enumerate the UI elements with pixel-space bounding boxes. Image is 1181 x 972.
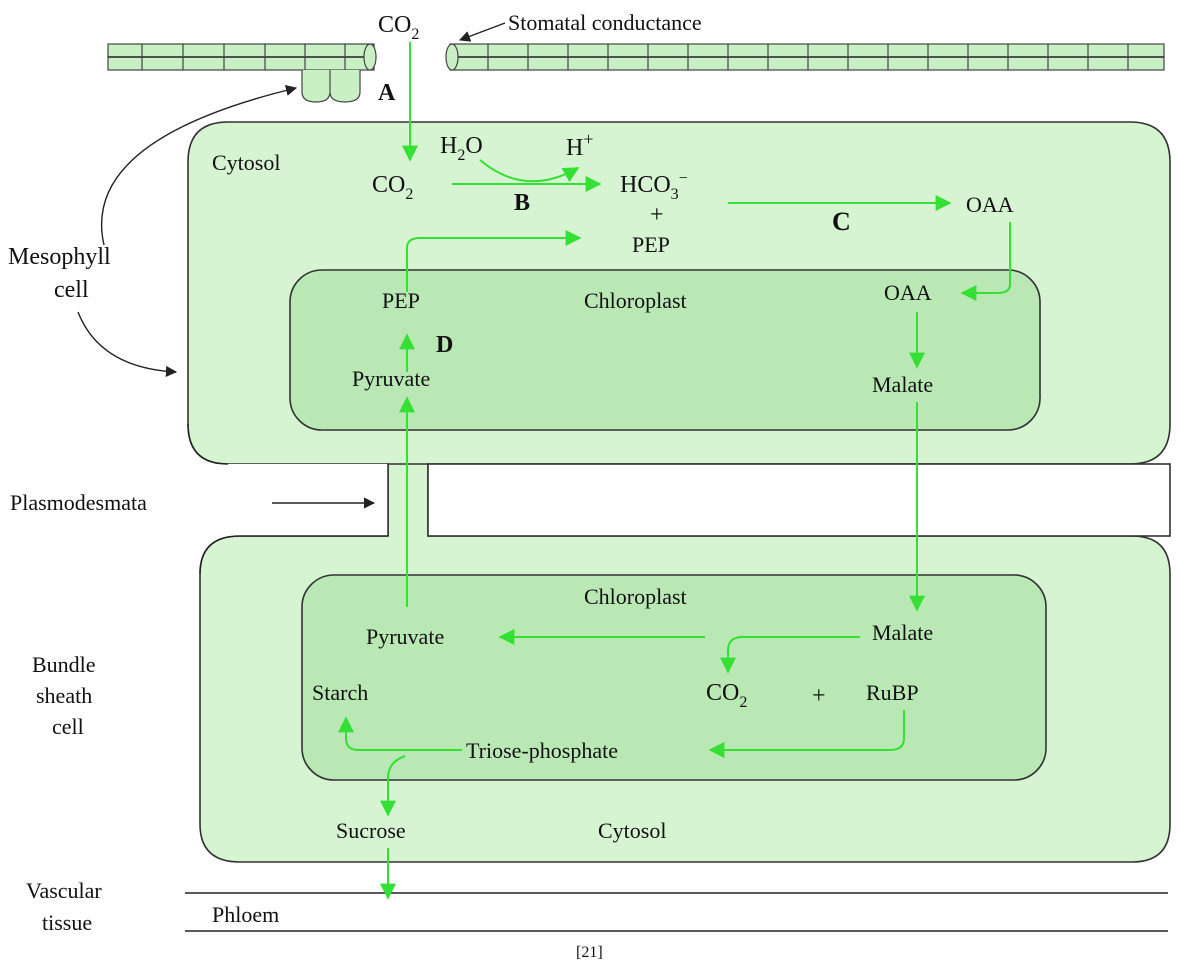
chloroplast-top-label: Chloroplast	[584, 288, 687, 313]
step-b-label: B	[514, 190, 530, 216]
step-c-label: C	[832, 207, 851, 236]
mesophyll-pointer-down	[77, 311, 178, 378]
bundle-sheath-label-line2: sheath	[36, 683, 92, 708]
plus-top-label: +	[650, 202, 664, 228]
co2-mid-label: CO2	[372, 172, 413, 203]
epidermis	[107, 43, 1165, 103]
hplus-label: H+	[566, 129, 594, 161]
metabolic-flow-arrows	[338, 42, 1011, 900]
arrow-rubp-triose	[708, 710, 905, 758]
oaa-top-label: OAA	[966, 192, 1014, 217]
arrow-malate-co2	[720, 636, 860, 674]
vascular-label-line1: Vascular	[26, 878, 102, 903]
co2-top-label: CO2	[378, 12, 419, 43]
plasmodesmata-gap	[427, 463, 1171, 537]
stomatal-pointer	[458, 22, 506, 42]
triose-phosphate-label: Triose-phosphate	[466, 738, 618, 763]
vascular-label-line2: tissue	[42, 910, 92, 935]
epidermis-cell-dividers	[141, 44, 1129, 70]
citation-label: [21]	[576, 944, 603, 961]
arrow-triose-starch	[338, 716, 462, 751]
sucrose-label: Sucrose	[336, 818, 406, 843]
arrow-triose-sucrose	[380, 755, 406, 817]
mesophyll-pointer-up	[100, 84, 298, 246]
stomatal-conductance-label: Stomatal conductance	[508, 10, 702, 35]
arrow-pep-out	[406, 230, 582, 292]
phloem-label: Phloem	[212, 902, 279, 927]
cytosol-bottom-label: Cytosol	[598, 818, 666, 843]
arrow-oaa-into-chloroplast	[960, 222, 1011, 301]
h2o-label: H2O	[440, 133, 483, 164]
pep-chloroplast-label: PEP	[382, 288, 420, 313]
starch-label: Starch	[312, 680, 368, 705]
arrow-h2o-hplus	[479, 159, 580, 183]
guard-cell-right	[445, 43, 459, 71]
guard-cell-left	[363, 43, 377, 71]
chloroplast-bottom-label: Chloroplast	[584, 584, 687, 609]
hco3-label: HCO3−	[620, 170, 688, 203]
malate-top-label: Malate	[872, 372, 933, 397]
mesophyll-label-line2: cell	[54, 277, 89, 303]
step-a-label: A	[378, 80, 396, 106]
pyruvate-top-label: Pyruvate	[352, 366, 430, 391]
subsidiary-cells	[301, 70, 361, 103]
malate-bottom-label: Malate	[872, 620, 933, 645]
mesophyll-chloroplast	[289, 269, 1041, 431]
co2-bottom-label: CO2	[706, 680, 747, 711]
pep-top-label: PEP	[632, 232, 670, 257]
rubp-label: RuBP	[866, 680, 919, 705]
mesophyll-label-line1: Mesophyll	[8, 244, 111, 270]
cytosol-top-label: Cytosol	[212, 150, 280, 175]
plus-bottom-label: +	[812, 683, 826, 709]
bundle-sheath-chloroplast	[301, 574, 1047, 781]
step-d-label: D	[436, 332, 453, 358]
plasmodesmata-label: Plasmodesmata	[10, 490, 147, 515]
bundle-sheath-label-line1: Bundle	[32, 652, 96, 677]
oaa-chloroplast-label: OAA	[884, 280, 932, 305]
pyruvate-bottom-label: Pyruvate	[366, 624, 444, 649]
bundle-sheath-label-line3: cell	[52, 714, 84, 739]
